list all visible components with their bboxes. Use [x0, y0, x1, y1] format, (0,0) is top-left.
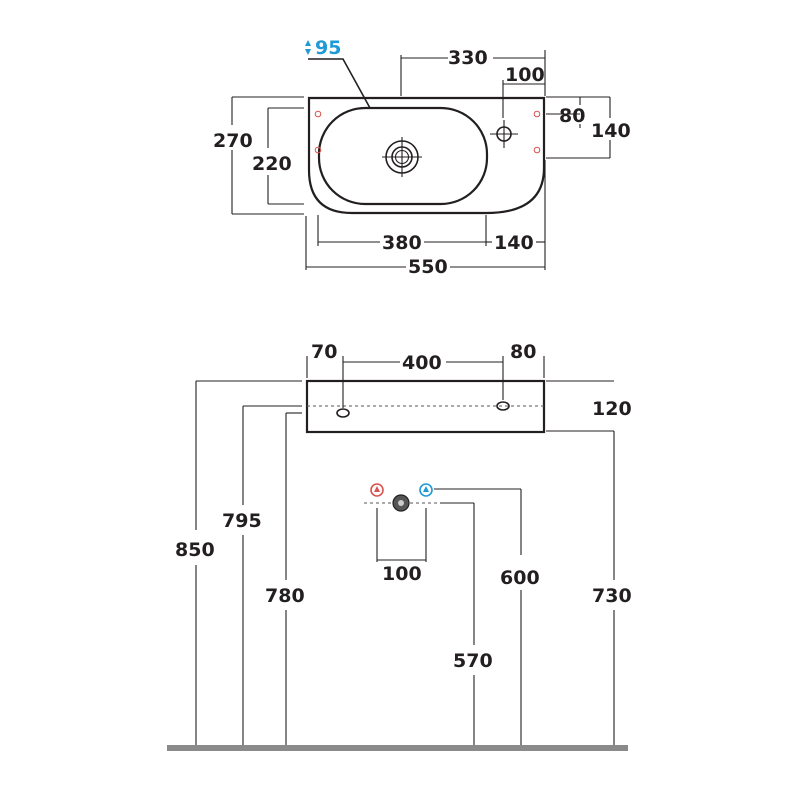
svg-text:400: 400	[402, 352, 442, 374]
underside-height-dim: 780	[265, 412, 305, 745]
basin-height-dim: 120	[546, 380, 632, 432]
svg-text:330: 330	[448, 47, 488, 69]
svg-text:570: 570	[453, 650, 493, 672]
supply-spacing-dim: 100	[376, 508, 427, 585]
svg-text:120: 120	[592, 398, 632, 420]
waste-height-dim: 570	[440, 502, 493, 745]
depth-left-dims: 270 220	[213, 96, 304, 215]
tap-hole-icon	[490, 120, 518, 148]
supply-height-dim: 600	[434, 488, 540, 745]
svg-text:70: 70	[311, 341, 337, 363]
svg-text:220: 220	[252, 153, 292, 175]
top-view: 95 330 100 80 140	[213, 37, 631, 278]
drain-icon	[382, 137, 422, 177]
drain-diameter-label: 95	[305, 37, 371, 109]
svg-text:95: 95	[315, 37, 341, 59]
svg-text:730: 730	[592, 585, 632, 607]
fixing-hole-icon	[314, 110, 541, 154]
tap-offset-dim: 100	[502, 64, 545, 118]
fixing-spacing-dims: 70 400 80	[306, 341, 545, 408]
fixing-height-dim: 795	[222, 405, 302, 745]
width-bottom-dims: 380 140	[317, 160, 546, 270]
svg-text:380: 380	[382, 232, 422, 254]
svg-text:140: 140	[494, 232, 534, 254]
total-width-dim: 550	[305, 216, 545, 278]
svg-text:80: 80	[510, 341, 536, 363]
fixing-right-dims: 80 140	[546, 96, 631, 159]
svg-text:140: 140	[591, 120, 631, 142]
svg-text:795: 795	[222, 510, 262, 532]
hot-supply-icon	[370, 483, 384, 497]
waste-outlet-icon	[392, 494, 410, 512]
svg-text:270: 270	[213, 130, 253, 152]
svg-text:550: 550	[408, 256, 448, 278]
rim-height-dim: 850	[175, 380, 302, 745]
svg-text:100: 100	[382, 563, 422, 585]
svg-text:780: 780	[265, 585, 305, 607]
front-view: 70 400 80 120 850 795 7	[167, 341, 632, 751]
fixing-hole-icon	[336, 401, 510, 418]
supply-points	[364, 483, 470, 512]
svg-text:600: 600	[500, 567, 540, 589]
cold-supply-icon	[419, 483, 433, 497]
floor-line	[167, 745, 628, 751]
bowl-outline	[317, 106, 489, 206]
drain-offset-dim: 330	[400, 47, 546, 96]
bottom-height-dim: 730	[592, 431, 632, 745]
svg-text:80: 80	[559, 105, 585, 127]
svg-text:100: 100	[505, 64, 545, 86]
svg-text:850: 850	[175, 539, 215, 561]
